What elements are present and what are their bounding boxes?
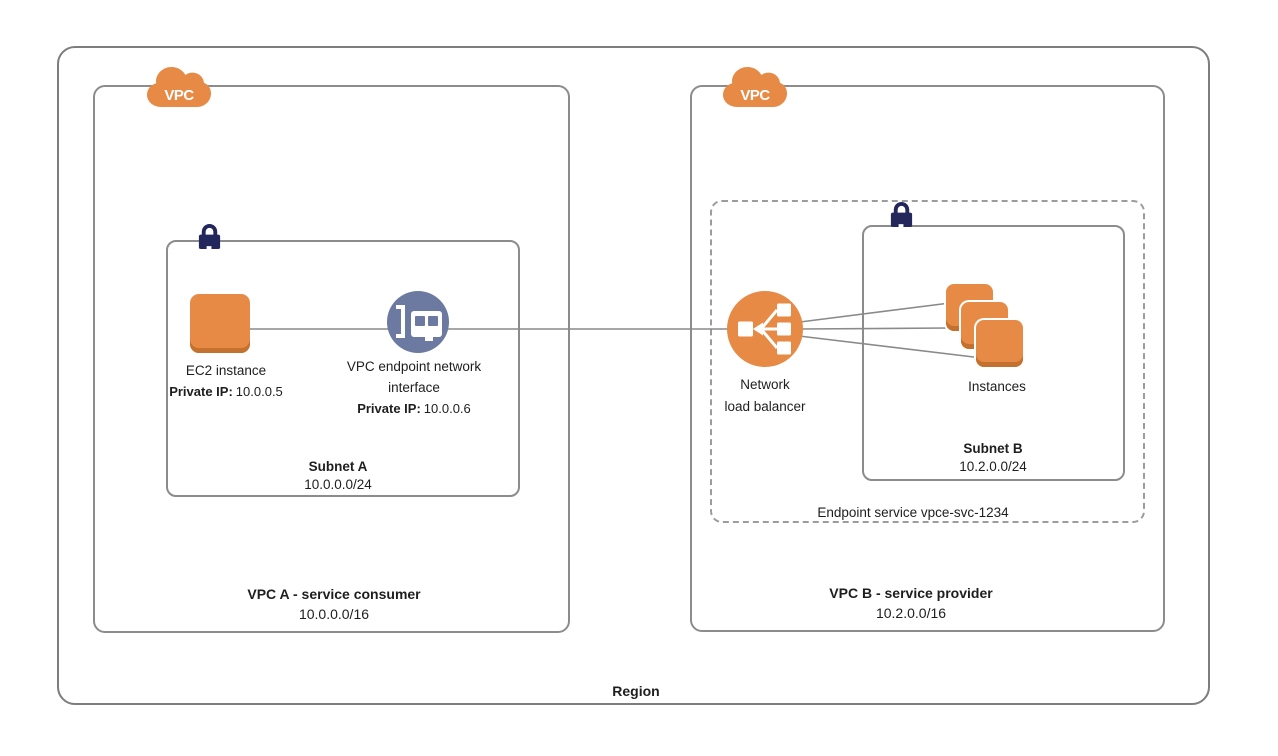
endpoint-service-box	[710, 200, 1145, 523]
nlb-label-line1: Network	[740, 377, 790, 392]
subnet-b-label-block: Subnet B 10.2.0.0/24	[959, 440, 1027, 475]
lock-icon	[890, 201, 913, 228]
vpc-b-box	[690, 85, 1165, 632]
subnet-a-box	[166, 240, 520, 497]
vpc-a-label-block: VPC A - service consumer 10.0.0.0/16	[247, 585, 420, 624]
subnet-a-label-block: Subnet A 10.0.0.0/24	[304, 458, 372, 493]
subnet-b-cidr: 10.2.0.0/24	[959, 458, 1027, 474]
nlb-label-block: Network load balancer	[724, 374, 805, 418]
subnet-a-cidr: 10.0.0.0/24	[304, 476, 372, 492]
ec2-instance-label-block: EC2 instance Private IP:10.0.0.5	[169, 360, 283, 402]
load-balancer-glyph	[738, 303, 791, 355]
network-interface-icon	[387, 291, 449, 353]
region-label: Region	[612, 683, 660, 699]
vpc-cloud-label: VPC	[740, 87, 770, 104]
vpc-cloud-icon: VPC	[723, 67, 787, 107]
vpc-b-title: VPC B - service provider	[829, 585, 993, 601]
vpc-a-cidr: 10.0.0.0/16	[298, 605, 370, 622]
network-load-balancer-icon	[727, 291, 803, 367]
instance-square-front	[976, 320, 1023, 367]
eni-label-block: VPC endpoint network interface Private I…	[347, 356, 481, 419]
vpc-b-label-block: VPC B - service provider 10.2.0.0/16	[829, 584, 992, 623]
endpoint-service-label: Endpoint service vpce-svc-1234	[817, 505, 1009, 520]
subnet-a-title: Subnet A	[308, 459, 368, 474]
eni-private-ip: Private IP:10.0.0.6	[357, 401, 471, 416]
lock-icon	[198, 223, 221, 250]
vpc-b-cidr: 10.2.0.0/16	[875, 604, 947, 621]
ec2-instance-label: EC2 instance	[185, 363, 267, 378]
region-box	[57, 46, 1210, 705]
vpc-cloud-label: VPC	[164, 87, 194, 104]
vpc-cloud-icon: VPC	[147, 67, 211, 107]
vpc-a-title: VPC A - service consumer	[247, 586, 421, 602]
subnet-b-title: Subnet B	[963, 441, 1023, 456]
eni-label-line2: interface	[388, 380, 440, 395]
ec2-instance-icon	[190, 294, 250, 353]
ec2-private-ip: Private IP:10.0.0.5	[169, 384, 283, 399]
vpc-a-box	[93, 85, 570, 633]
instances-label: Instances	[968, 379, 1026, 394]
eni-label-line1: VPC endpoint network	[346, 359, 482, 374]
network-card-glyph	[396, 305, 442, 341]
nlb-label-line2: load balancer	[724, 399, 806, 414]
